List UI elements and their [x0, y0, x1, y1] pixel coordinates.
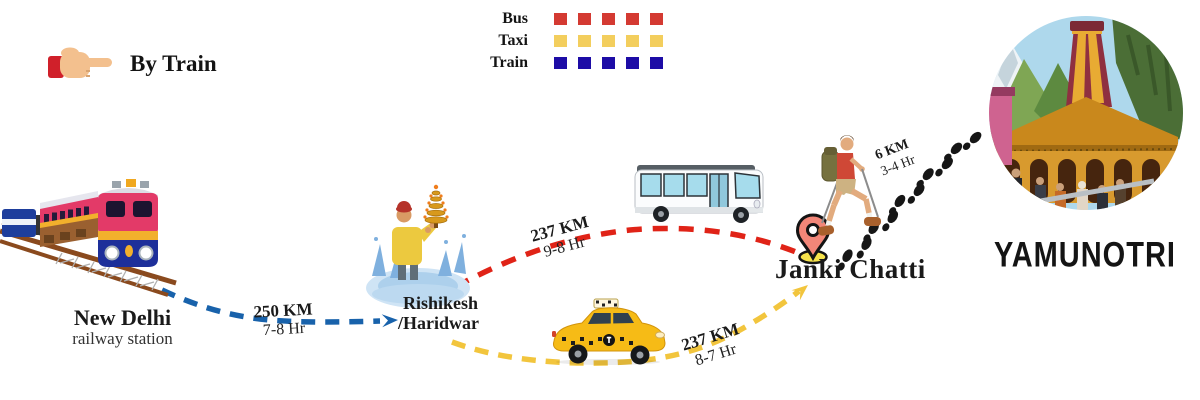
- legend-label-train: Train: [490, 53, 528, 71]
- by-train-label: By Train: [130, 51, 217, 76]
- train-dash-swatch: [554, 56, 663, 69]
- bus-icon: [634, 165, 764, 223]
- hiker-icon: [818, 135, 881, 236]
- bus-route-path: [453, 225, 798, 290]
- legend-row-taxi: Taxi: [440, 30, 663, 51]
- yamunotri-photo: [989, 16, 1183, 210]
- origin-stop: New Delhi railway station: [40, 305, 205, 349]
- origin-subtitle: railway station: [72, 329, 173, 349]
- bus-dash-swatch: [554, 12, 663, 25]
- destination-name: YAMUNOTRI: [994, 236, 1176, 276]
- by-train-badge: By Train: [46, 42, 217, 86]
- taxi-route-path: [451, 285, 808, 366]
- basecamp-name: Janki Chatti: [775, 254, 926, 284]
- legend-label-taxi: Taxi: [498, 31, 528, 49]
- legend-label-bus: Bus: [502, 9, 528, 27]
- origin-name: New Delhi: [73, 305, 172, 330]
- legend-row-bus: Bus: [440, 8, 663, 29]
- taxi-icon: [552, 298, 666, 365]
- midpoint-name-line2: /Haridwar: [398, 313, 479, 333]
- midpoint-stop: Rishikesh /Haridwar: [398, 293, 479, 333]
- train-icon: [0, 179, 177, 297]
- location-pin-icon: [795, 213, 831, 265]
- aarti-man-icon: [366, 184, 470, 308]
- train-route-arrow-icon: [381, 314, 398, 328]
- taxi-route-arrow-icon: [791, 285, 808, 301]
- train-route-path: [160, 287, 398, 328]
- pointing-hand-icon: [48, 47, 112, 78]
- legend-row-train: Train: [440, 52, 663, 73]
- train-route-label: 250 KM 7-8 Hr: [235, 299, 332, 342]
- midpoint-name-line1: Rishikesh: [403, 293, 479, 313]
- taxi-dash-swatch: [554, 34, 663, 47]
- legend: Bus Taxi Train: [440, 8, 663, 74]
